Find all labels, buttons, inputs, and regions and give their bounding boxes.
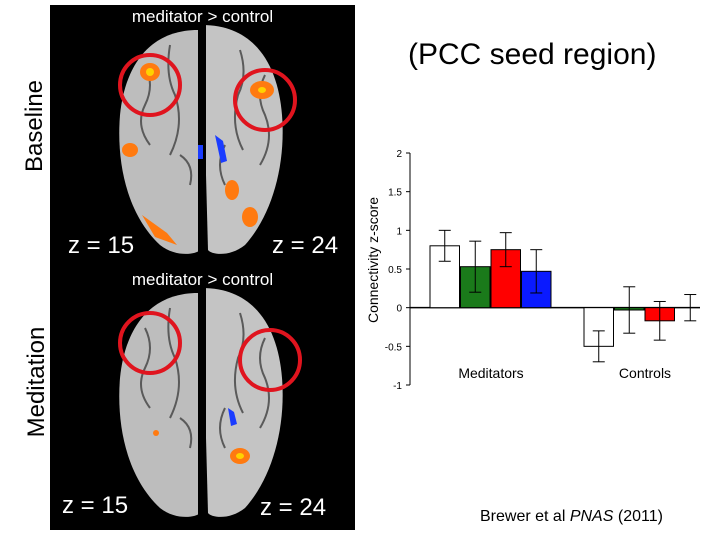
citation-year: (2011)	[617, 508, 663, 525]
citation-journal: PNAS	[569, 508, 614, 525]
citation-authors: Brewer et al	[480, 508, 566, 525]
brain-panel-baseline: meditator > control z = 15 z = 24	[50, 5, 355, 273]
citation: Brewer et al PNAS (2011)	[480, 508, 663, 526]
panel-title: meditator > control	[131, 7, 274, 26]
y-tick-label: 0	[396, 304, 402, 315]
y-tick-label: 1.5	[388, 188, 402, 199]
brain-slices-baseline	[118, 20, 297, 260]
y-tick-label: -0.5	[385, 342, 403, 353]
panel-title: meditator > control	[131, 270, 274, 289]
y-tick-label: -1	[393, 381, 402, 392]
y-tick-label: 1	[396, 226, 402, 237]
z-label-left: z = 15	[62, 492, 129, 519]
category-label: Meditators	[458, 365, 523, 381]
category-label: Controls	[619, 365, 671, 381]
brain-panel-meditation: meditator > control z = 15 z = 24	[50, 268, 355, 530]
brain-slices-meditation	[118, 283, 302, 523]
z-label-right: z = 24	[260, 494, 327, 521]
y-tick-label: 2	[396, 149, 402, 160]
seed-region-title: (PCC seed region)	[408, 38, 657, 71]
y-tick-label: 0.5	[388, 265, 402, 276]
z-label-left: z = 15	[68, 232, 135, 259]
highlight-circle	[233, 68, 297, 132]
highlight-circle	[238, 328, 302, 392]
highlight-circle	[118, 311, 182, 375]
z-label-right: z = 24	[272, 232, 339, 259]
highlight-circle	[118, 53, 182, 117]
